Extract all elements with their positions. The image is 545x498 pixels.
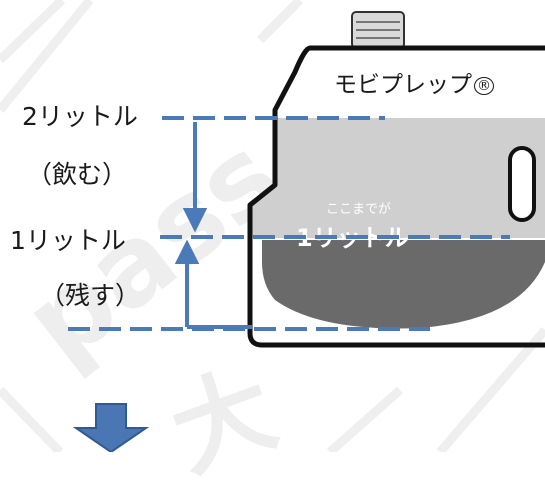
registered-mark: ®: [474, 77, 494, 95]
brand-name: モビプレップ®: [334, 74, 494, 97]
pouch-figure: [247, 11, 545, 348]
measure-lines: [68, 116, 510, 331]
pouch-outline: [247, 45, 545, 348]
down-arrow-icon: [72, 403, 150, 452]
next-step-arrow: [72, 403, 150, 452]
upper-liquid: [250, 118, 545, 238]
up-arrowhead-icon: [174, 239, 200, 264]
handle-icon: [508, 146, 536, 222]
inner-note: ここまでが: [326, 202, 392, 217]
mid-note-label: （残す）: [40, 281, 141, 310]
lower-liquid: [262, 240, 545, 329]
brand-name-text: モビプレップ: [334, 72, 472, 98]
top-note-label: （飲む）: [27, 160, 128, 189]
top-volume-label: 2リットル: [22, 102, 138, 131]
mid-volume-label: 1リットル: [10, 226, 126, 255]
down-arrowhead-icon: [182, 208, 208, 233]
